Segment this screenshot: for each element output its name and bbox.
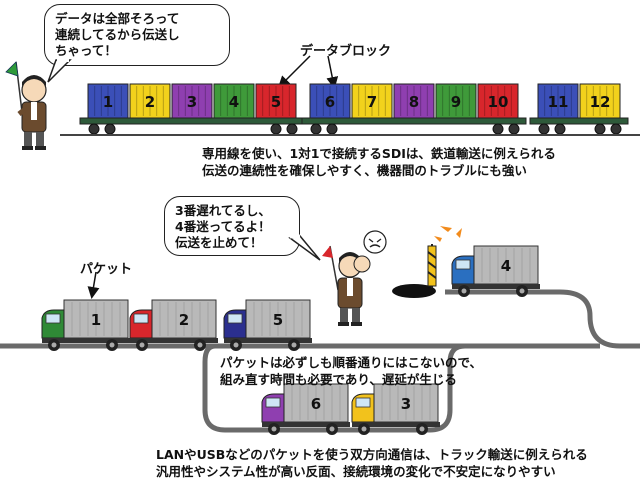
sdi-caption-line2: 伝送の連続性を確保しやすく、機器間のトラブルにも強い [202,163,527,178]
container-10: 10 [477,83,519,119]
container-11: 11 [537,83,579,119]
container-9: 9 [435,83,477,119]
lan-caption-line1: LANやUSBなどのパケットを使う双方向通信は、トラック輸送に例えられる [156,447,588,462]
truck-5: 5 [223,299,312,351]
container-7: 7 [351,83,393,119]
speech-bubble-mid: 3番遅れてるし、 4番迷ってるよ！ 伝送を止めて！ [164,196,300,256]
order-caption-line1: パケットは必ずしも順番通りにはこないので、 [220,355,483,370]
container-1: 1 [87,83,129,119]
container-number: 7 [367,93,377,111]
bubble-tail [47,59,72,83]
container-number: 10 [488,93,509,111]
order-caption: パケットは必ずしも順番通りにはこないので、 組み直す時間も必要であり、遅延が生じ… [220,354,482,388]
container-5: 5 [255,83,297,119]
container-number: 2 [145,93,155,111]
container-12: 12 [579,83,621,119]
bubble-line: ちゃって！ [55,43,117,58]
truck-3: 3 [351,383,440,435]
packet-label: パケット [80,262,133,277]
angry-mark-icon [363,230,387,254]
packet-arrow [87,271,100,299]
truck-number: 2 [179,311,189,329]
truck-2: 2 [129,299,218,351]
container-4: 4 [213,83,255,119]
lan-caption-line2: 汎用性やシステム性が高い反面、接続環境の変化で不安定になりやすい [156,464,556,479]
container-number: 8 [409,93,419,111]
bubble-tail [288,234,321,261]
order-caption-line2: 組み直す時間も必要であり、遅延が生じる [220,372,457,387]
container-number: 9 [451,93,461,111]
container-number: 4 [229,93,239,111]
stationmaster-figure-mid [322,245,371,326]
sdi-caption: 専用線を使い、1対1で接続するSDIは、鉄道輸送に例えられる 伝送の連続性を確保… [202,145,556,179]
bubble-line: データは全部そろって [55,11,180,26]
speech-bubble-top: データは全部そろって 連続してるから伝送し ちゃって！ [44,4,230,66]
truck-number: 6 [311,395,321,413]
lan-caption: LANやUSBなどのパケットを使う双方向通信は、トラック輸送に例えられる 汎用性… [156,446,588,480]
container-6: 6 [309,83,351,119]
data-block-arrows [277,55,339,89]
bubble-line: 連続してるから伝送し [55,27,180,42]
container-number: 6 [325,93,335,111]
container-number: 1 [103,93,113,111]
pothole [392,284,436,298]
data-block-label: データブロック [300,44,392,59]
container-8: 8 [393,83,435,119]
truck-1: 1 [41,299,130,351]
container-number: 5 [271,93,281,111]
stationmaster-figure-top [5,61,47,150]
truck-number: 4 [501,257,511,275]
container-2: 2 [129,83,171,119]
road-barrier [427,226,462,288]
truck-6: 6 [261,383,350,435]
truck-number: 1 [91,311,101,329]
flatcar [301,117,527,135]
sdi-caption-line1: 専用線を使い、1対1で接続するSDIは、鉄道輸送に例えられる [202,146,556,161]
container-number: 12 [590,93,611,111]
truck-4: 4 [451,245,540,297]
truck-number: 5 [273,311,283,329]
bubble-line: 4番迷ってるよ！ [175,219,271,234]
bubble-line: 伝送を止めて！ [175,235,263,250]
bubble-line: 3番遅れてるし、 [175,203,271,218]
truck-number: 3 [401,395,411,413]
container-number: 11 [548,93,569,111]
container-number: 3 [187,93,197,111]
